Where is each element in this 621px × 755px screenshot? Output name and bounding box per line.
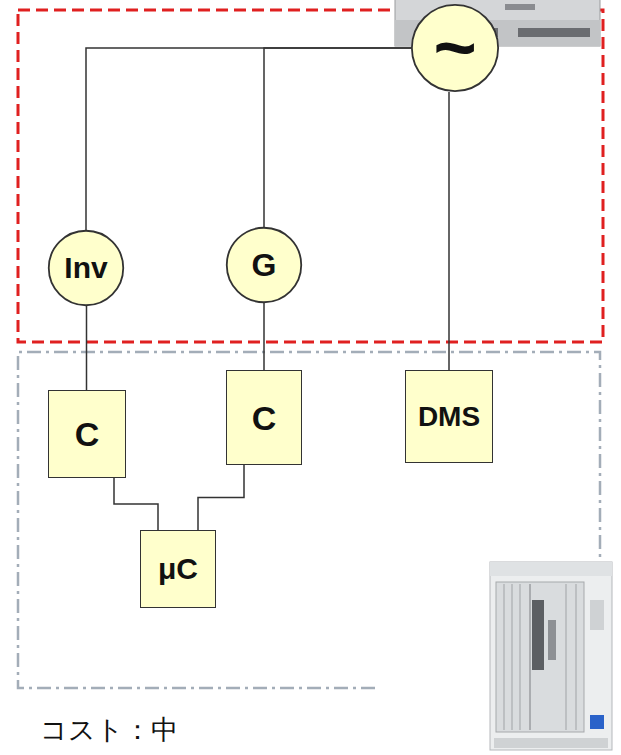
controller-box: C — [226, 370, 302, 465]
node-label: G — [252, 249, 277, 281]
wire-connector — [114, 478, 158, 530]
microcontroller-box: μC — [140, 530, 216, 608]
wire-connector — [264, 48, 411, 227]
measurement-box: DMS — [405, 370, 493, 463]
node-label: Inv — [64, 253, 107, 283]
ac-source-circle: ~ — [411, 4, 499, 92]
node-label: ~ — [433, 11, 476, 85]
hardware-group-outline — [18, 10, 603, 342]
note-text: コスト：中 — [40, 712, 178, 748]
wire-connector — [264, 303, 265, 370]
connector-line — [198, 465, 244, 530]
inverter-circle: Inv — [48, 230, 124, 306]
connector-line — [86, 48, 411, 230]
connector-line — [264, 48, 411, 227]
node-label: μC — [158, 554, 198, 584]
rack-photo — [490, 562, 612, 750]
wire-connector — [86, 48, 411, 230]
node-label: DMS — [418, 403, 480, 431]
connector-line — [448, 92, 450, 370]
controller-box: C — [48, 390, 126, 478]
connector-line — [86, 306, 88, 390]
wire-connector — [449, 92, 450, 370]
connector-line — [263, 303, 265, 370]
generator-circle: G — [226, 227, 302, 303]
wire-connector — [198, 465, 244, 530]
connector-line — [114, 478, 158, 530]
node-label: C — [75, 417, 100, 451]
wire-connector — [86, 306, 87, 390]
node-label: C — [252, 401, 277, 435]
